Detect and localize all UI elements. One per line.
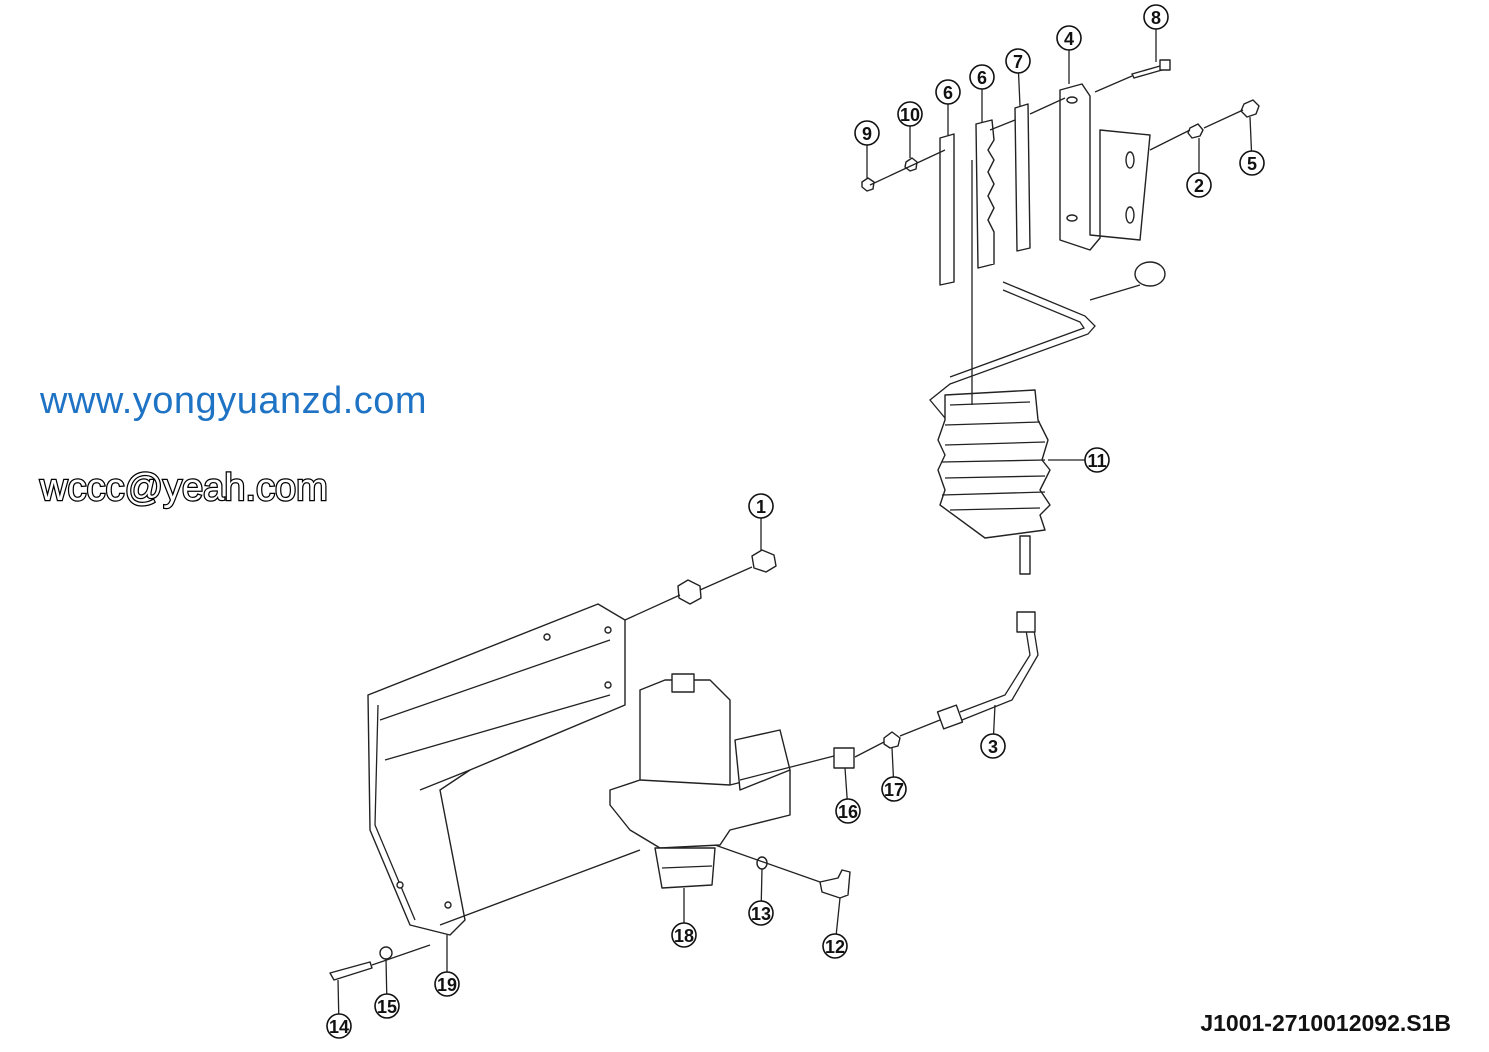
callout-6: 6 — [935, 79, 961, 136]
washer-1 — [677, 579, 702, 605]
leader-line — [992, 704, 996, 735]
callout-number: 4 — [1064, 29, 1074, 49]
callout-number: 2 — [1194, 176, 1204, 196]
callout-number: 10 — [900, 105, 920, 125]
callout-number: 12 — [825, 937, 845, 957]
callout-number: 15 — [377, 997, 397, 1017]
callout-10: 10 — [897, 101, 923, 158]
callout-number: 6 — [977, 68, 987, 88]
callout-19: 19 — [434, 935, 460, 997]
washer-15 — [379, 946, 393, 960]
washer-2 — [1187, 123, 1204, 139]
callout-5: 5 — [1239, 116, 1265, 176]
elbow-12 — [819, 869, 851, 899]
callout-2: 2 — [1186, 138, 1212, 198]
plate-6b — [975, 119, 995, 269]
nut-1 — [751, 549, 777, 573]
callout-4: 4 — [1056, 25, 1082, 84]
callout-number: 19 — [437, 975, 457, 995]
leader-line — [337, 979, 340, 1015]
bracket-4 — [1059, 83, 1151, 251]
callout-3: 3 — [980, 704, 1006, 759]
nut-5 — [1240, 99, 1260, 118]
callout-number: 6 — [943, 83, 953, 103]
leader-line — [1017, 72, 1021, 107]
callout-number: 3 — [988, 737, 998, 757]
callout-number: 11 — [1087, 451, 1106, 471]
callout-number: 18 — [674, 926, 694, 946]
leader-line — [385, 958, 388, 995]
nut-17 — [883, 731, 901, 749]
bolt-8 — [1131, 65, 1163, 79]
plate-7 — [1014, 103, 1031, 252]
knob — [1134, 261, 1166, 287]
leader-line — [1249, 116, 1253, 152]
callout-number: 9 — [862, 124, 872, 144]
nut-9 — [861, 177, 875, 192]
leader-line — [891, 747, 895, 778]
callout-12: 12 — [822, 897, 848, 959]
callout-number: 14 — [329, 1017, 349, 1037]
part-drawings — [329, 59, 1260, 981]
leader-line — [835, 897, 841, 935]
callout-number: 1 — [756, 497, 766, 517]
callout-8: 8 — [1143, 4, 1169, 62]
callout-1: 1 — [748, 493, 774, 550]
watermark-blue: www.yongyuanzd.com — [40, 380, 428, 422]
callout-number: 5 — [1247, 154, 1257, 174]
callout-13: 13 — [748, 868, 774, 926]
bolt-14 — [329, 961, 373, 981]
fitting-16 — [833, 747, 855, 769]
callout-7: 7 — [1005, 48, 1031, 107]
drawing-code: J1001-2710012092.S1B — [1200, 1010, 1451, 1036]
callout-16: 16 — [835, 767, 861, 824]
boot-11 — [937, 389, 1051, 575]
shift-lever — [929, 281, 1096, 419]
callout-9: 9 — [854, 120, 880, 178]
callout-18: 18 — [671, 888, 697, 948]
callout-11: 11 — [1048, 447, 1110, 473]
bracket-19 — [367, 603, 626, 936]
callout-number: 17 — [884, 780, 904, 800]
callout-number: 8 — [1151, 8, 1161, 28]
callout-14: 14 — [326, 979, 352, 1039]
callout-number: 16 — [838, 802, 858, 822]
callout-number: 7 — [1013, 52, 1023, 72]
callout-number: 13 — [751, 904, 771, 924]
leader-line — [844, 767, 848, 800]
callout-6: 6 — [969, 64, 995, 122]
plate-6a — [939, 133, 955, 286]
tube-3 — [959, 629, 1039, 721]
leader-line — [760, 868, 763, 902]
callout-17: 17 — [881, 747, 907, 802]
air-dryer-18 — [609, 673, 791, 889]
callout-15: 15 — [374, 958, 400, 1019]
